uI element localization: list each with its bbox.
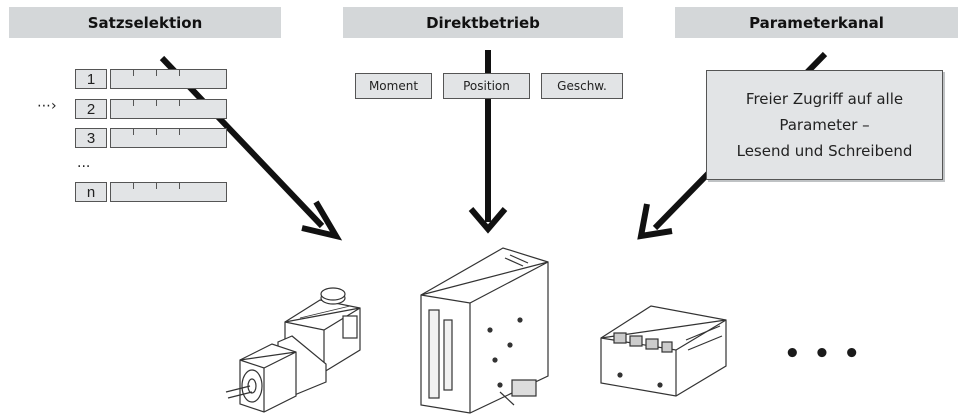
record-pointer-icon: ⋯› [37, 98, 57, 114]
parameter-line-2: Parameter – [779, 116, 870, 134]
header-label: Direktbetrieb [426, 13, 540, 32]
device-controller-box [600, 305, 727, 397]
device-servo-drive [420, 247, 549, 414]
mode-geschwindigkeit: Geschw. [541, 73, 623, 99]
header-direktbetrieb: Direktbetrieb [343, 7, 623, 38]
header-label: Parameterkanal [749, 13, 884, 32]
record-index-n: n [75, 182, 107, 202]
record-slot-2 [110, 99, 227, 119]
header-parameterkanal: Parameterkanal [675, 7, 958, 38]
mode-position: Position [443, 73, 530, 99]
record-slot-1 [110, 69, 227, 89]
more-devices-ellipsis: • • • [784, 339, 862, 369]
record-slot-3 [110, 128, 227, 148]
device-motor-controller [225, 287, 361, 413]
mode-moment: Moment [355, 73, 432, 99]
record-slot-n [110, 182, 227, 202]
record-ellipsis: ... [77, 155, 91, 171]
parameter-line-1: Freier Zugriff auf alle [745, 90, 904, 108]
parameter-line-3: Lesend und Schreibend [736, 142, 913, 160]
header-satzselektion: Satzselektion [9, 7, 281, 38]
parameter-channel-box: Freier Zugriff auf alle Parameter – Lese… [706, 70, 943, 180]
header-label: Satzselektion [87, 13, 203, 32]
record-index-3: 3 [75, 128, 107, 148]
record-index-2: 2 [75, 99, 107, 119]
record-index-1: 1 [75, 69, 107, 89]
